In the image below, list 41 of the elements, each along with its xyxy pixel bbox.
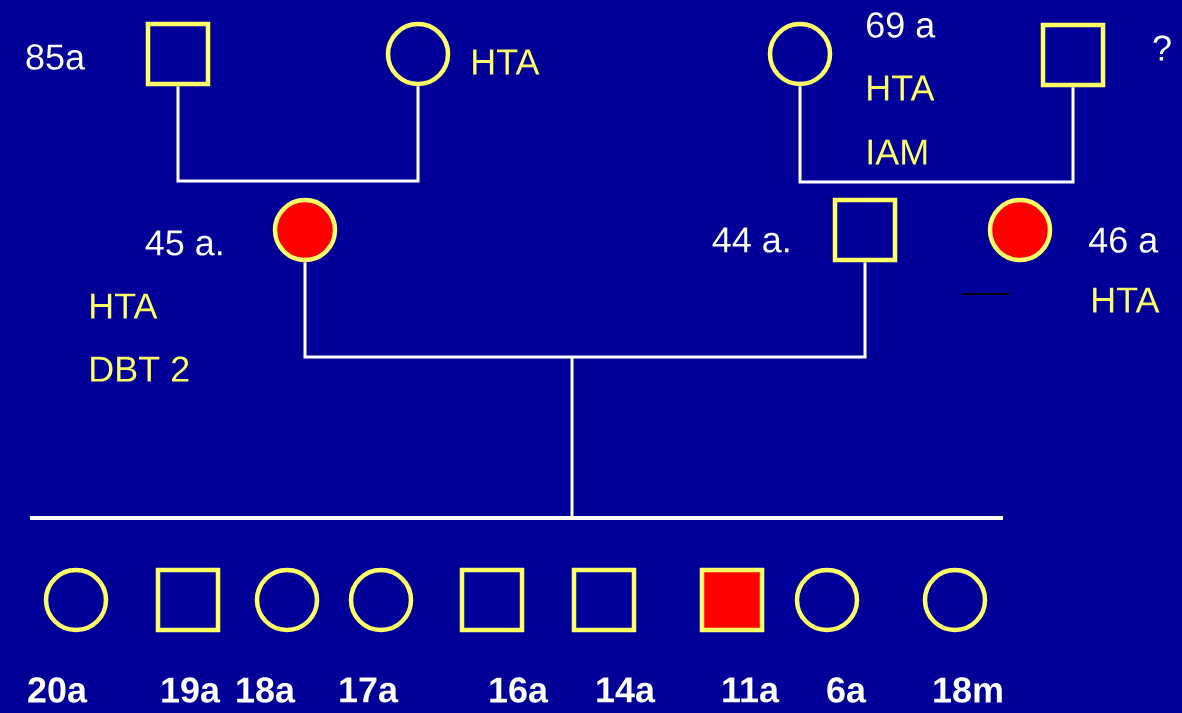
age-label: 85a: [26, 44, 85, 70]
square-symbol: [699, 567, 765, 633]
age-label: 16a: [490, 677, 549, 703]
circle-symbol: [767, 21, 833, 87]
age-label: 45 a.: [145, 230, 222, 256]
circle-symbol: [348, 567, 414, 633]
condition-label: DBT 2: [91, 356, 189, 382]
condition-label: HTA: [1093, 287, 1160, 313]
circle-symbol: [254, 567, 320, 633]
age-label: 18a: [237, 677, 296, 703]
age-label: 18m: [934, 677, 1002, 703]
square-symbol: [155, 567, 221, 633]
circle-symbol: [922, 567, 988, 633]
condition-label: HTA: [91, 293, 158, 319]
square-symbol: [459, 567, 525, 633]
square-symbol: [1040, 22, 1106, 88]
age-label: 17a: [340, 677, 399, 703]
square-symbol: [571, 567, 637, 633]
marriage-line: [176, 86, 420, 183]
circle-symbol: [987, 197, 1053, 263]
condition-label: IAM: [868, 139, 927, 165]
age-label: 19a: [162, 677, 221, 703]
square-symbol: [832, 197, 898, 263]
circle-symbol: [43, 567, 109, 633]
age-label: 46 a: [1089, 227, 1159, 253]
age-label: 69 a: [867, 12, 936, 38]
condition-label: HTA: [473, 49, 540, 75]
age-label: 6a: [827, 677, 867, 703]
descent-line: [570, 357, 574, 516]
condition-label: HTA: [868, 75, 935, 101]
square-symbol: [145, 21, 211, 87]
circle-symbol: [794, 567, 860, 633]
unknown-age-label: ?: [1153, 35, 1171, 61]
circle-symbol: [272, 197, 338, 263]
age-label: 11a: [723, 677, 780, 703]
marriage-line: [303, 262, 867, 359]
age-label: 44 a.: [712, 227, 789, 253]
circle-symbol: [385, 21, 451, 87]
age-label: 14a: [597, 677, 656, 703]
age-label: 20a: [28, 677, 88, 703]
marriage-line: [798, 86, 1075, 184]
